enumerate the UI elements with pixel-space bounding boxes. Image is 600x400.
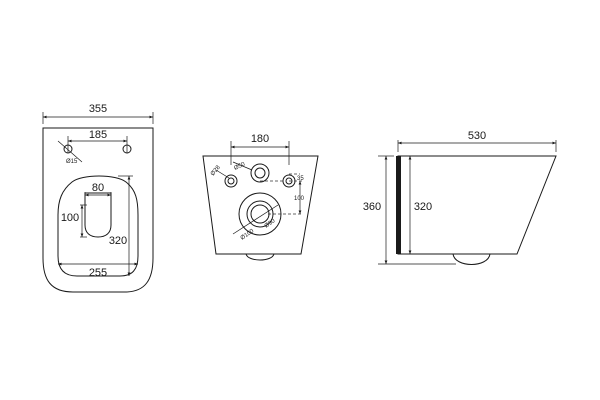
rear-view-foot bbox=[245, 253, 275, 261]
outlet-outer-circle bbox=[238, 192, 282, 236]
inlet-outer-circle bbox=[250, 163, 270, 183]
dim-body-height: 320 bbox=[414, 201, 432, 213]
side-view-wall-plate bbox=[396, 156, 401, 254]
dim-overall-width: 355 bbox=[89, 103, 107, 115]
dim-length: 530 bbox=[468, 130, 486, 142]
dim-hole-spacing: 185 bbox=[89, 129, 107, 141]
dim-bolt-spacing: 180 bbox=[251, 133, 269, 145]
outlet-mid-circle bbox=[246, 200, 274, 228]
side-view-base bbox=[452, 253, 491, 265]
hole-leader bbox=[57, 140, 83, 163]
outlet-inner-circle bbox=[250, 204, 270, 224]
dim-left-diameter: Ø28 bbox=[210, 164, 222, 177]
bolt-hole-left-inner bbox=[227, 177, 235, 185]
side-view: 530 360 320 bbox=[363, 130, 557, 265]
top-view: 355 185 Ø15 80 100 320 255 bbox=[42, 103, 154, 293]
top-view-seat-opening bbox=[57, 175, 139, 277]
top-view-bowl-opening bbox=[84, 192, 112, 238]
dim-opening-width: 80 bbox=[92, 182, 104, 194]
rear-view-outline bbox=[202, 155, 319, 255]
dim-overall-height: 360 bbox=[363, 201, 381, 213]
inlet-inner-circle bbox=[254, 167, 266, 179]
left-hole-leader bbox=[215, 169, 230, 179]
outlet-leader bbox=[232, 204, 279, 235]
bolt-hole-left-outer bbox=[224, 174, 238, 188]
dim-hole-diameter: Ø15 bbox=[66, 159, 78, 165]
dim-right-offset: 35 bbox=[297, 176, 304, 182]
dim-outlet-inner-diameter: Ø90 bbox=[264, 218, 277, 230]
dim-inner-width: 255 bbox=[89, 267, 107, 279]
dim-opening-depth: 100 bbox=[61, 212, 79, 224]
dim-vertical-spacing: 100 bbox=[294, 196, 305, 202]
inlet-leader bbox=[232, 161, 253, 171]
dim-inlet-diameter: Ø50 bbox=[233, 161, 246, 172]
rear-view: 180 Ø50 Ø28 35 100 Ø90 Ø100 bbox=[202, 133, 319, 261]
dim-outlet-outer-diameter: Ø100 bbox=[240, 228, 256, 242]
dim-inner-length: 320 bbox=[109, 235, 127, 247]
top-view-outline bbox=[42, 127, 154, 293]
